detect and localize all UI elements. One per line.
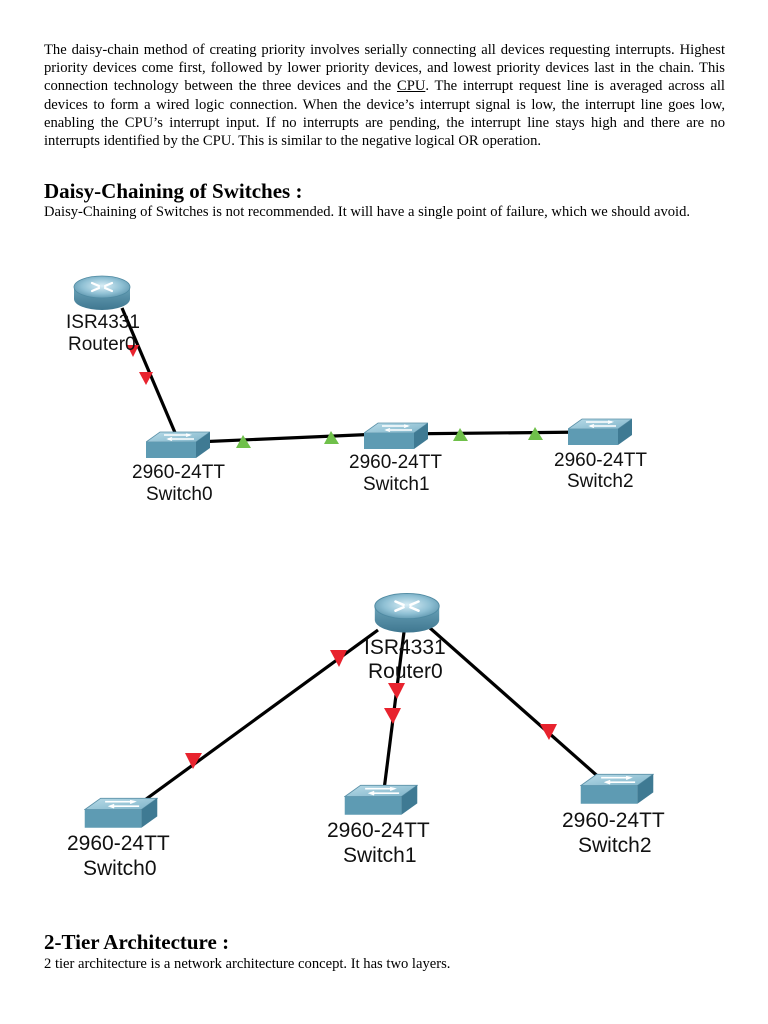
switch-icon[interactable] bbox=[146, 431, 210, 459]
switch1-name-label: Switch1 bbox=[343, 844, 417, 867]
switch2-name-label: Switch2 bbox=[578, 834, 652, 857]
link-down-indicator bbox=[384, 708, 401, 724]
switch2-model-label: 2960-24TT bbox=[554, 450, 647, 471]
switch-icon[interactable] bbox=[364, 422, 428, 450]
cable-router-switch0 bbox=[120, 307, 178, 436]
link-down-indicator bbox=[139, 372, 153, 385]
daisy-chaining-heading: Daisy-Chaining of Switches : bbox=[44, 179, 303, 203]
switch1-model-label: 2960-24TT bbox=[327, 819, 430, 842]
cable-router-switch2 bbox=[428, 626, 604, 782]
switch0-name-label: Switch0 bbox=[83, 857, 157, 880]
switch2-model-label: 2960-24TT bbox=[562, 809, 665, 832]
link-down-indicator bbox=[330, 650, 347, 667]
switch-icon[interactable] bbox=[344, 784, 418, 816]
link-down-indicator bbox=[185, 753, 202, 769]
link-down-indicator bbox=[127, 345, 139, 357]
switch-icon[interactable] bbox=[568, 418, 632, 446]
router-icon[interactable] bbox=[72, 274, 132, 312]
cpu-link[interactable]: CPU bbox=[396, 78, 426, 95]
router-icon[interactable] bbox=[373, 592, 441, 634]
intro-text-part1: The daisy-chain method of creating prior… bbox=[44, 42, 725, 95]
intro-text-part2: . The interrupt request line is averaged… bbox=[44, 78, 725, 150]
switch0-model-label: 2960-24TT bbox=[132, 462, 225, 483]
link-down-indicator bbox=[388, 683, 405, 699]
daisy-chaining-text: Daisy-Chaining of Switches is not recomm… bbox=[44, 204, 691, 220]
two-tier-text: 2 tier architecture is a network archite… bbox=[44, 956, 451, 972]
switch0-model-label: 2960-24TT bbox=[67, 832, 170, 855]
switch-icon[interactable] bbox=[580, 773, 654, 805]
switch1-model-label: 2960-24TT bbox=[349, 452, 442, 473]
intro-paragraph: The daisy-chain method of creating prior… bbox=[44, 41, 725, 150]
router-model-label: ISR4331 bbox=[66, 312, 140, 333]
link-down-indicator bbox=[540, 724, 557, 740]
router-model-label: ISR4331 bbox=[364, 636, 446, 659]
link-up-indicator bbox=[528, 427, 543, 440]
router-name-label: Router0 bbox=[368, 660, 443, 683]
switch2-name-label: Switch2 bbox=[567, 471, 634, 492]
switch-icon[interactable] bbox=[84, 797, 158, 829]
two-tier-heading: 2-Tier Architecture : bbox=[44, 930, 230, 954]
router-name-label: Router0 bbox=[68, 334, 136, 355]
link-up-indicator bbox=[236, 435, 251, 448]
switch0-name-label: Switch0 bbox=[146, 484, 213, 505]
link-up-indicator bbox=[324, 431, 339, 444]
link-up-indicator bbox=[453, 428, 468, 441]
cable-switch0-switch1 bbox=[195, 432, 381, 444]
switch1-name-label: Switch1 bbox=[363, 474, 430, 495]
